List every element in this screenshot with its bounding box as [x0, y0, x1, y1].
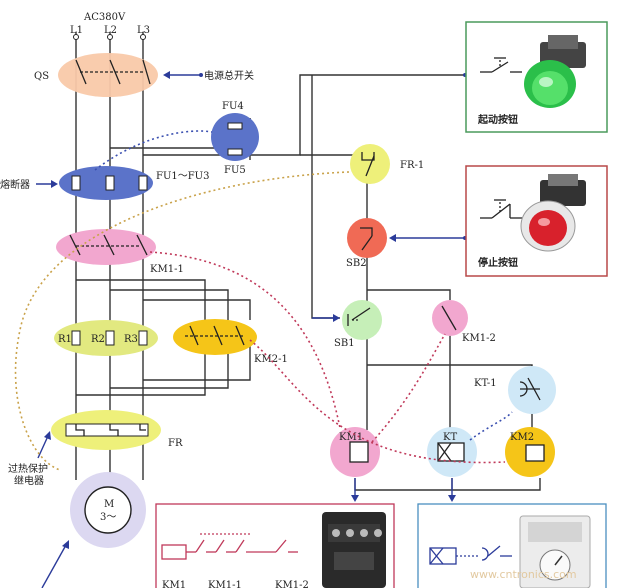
supply-title: AC380V	[83, 12, 126, 23]
control-wires	[300, 75, 541, 491]
contactor-panel	[155, 503, 395, 588]
overload-desc-2: 继电器	[14, 474, 44, 487]
fu4-fu5-fuses	[211, 113, 259, 161]
overload-desc-1: 过热保护	[8, 462, 48, 475]
fr-label: FR	[168, 438, 183, 449]
bottom-km1-label: KM1	[162, 580, 186, 588]
bottom-km1-1-label: KM1-1	[208, 580, 242, 588]
qs-main-switch	[58, 53, 158, 97]
r2-label: R2	[91, 334, 105, 345]
qs-desc: 电源总开关	[204, 69, 254, 82]
start-button-label: 起动按钮	[477, 113, 518, 126]
fr-thermal-relay	[51, 410, 161, 450]
phase-l3: L3	[137, 25, 150, 36]
km2-1-contacts	[173, 319, 257, 355]
fu1-fu3-fuses	[59, 166, 153, 200]
watermark: www.cntronics.com	[470, 568, 577, 581]
phase-labels: L1 L2 L3	[70, 25, 150, 40]
association-lines	[14, 130, 513, 471]
sb1-label: SB1	[334, 338, 355, 349]
r1-label: R1	[58, 334, 72, 345]
sb2-label: SB2	[346, 258, 367, 269]
km2-coil	[505, 427, 555, 477]
fu5-label: FU5	[224, 165, 246, 176]
motor-phase-label: 3～	[100, 512, 116, 523]
fuse-desc: 熔断器	[0, 178, 30, 191]
motor	[70, 472, 146, 548]
km2-1-label: KM2-1	[254, 354, 288, 365]
motor-m-label: M	[104, 499, 114, 510]
qs-label: QS	[34, 71, 49, 82]
km1-coil	[330, 427, 380, 477]
km1-1-contacts	[56, 229, 156, 265]
fr1-label: FR-1	[400, 160, 424, 171]
km1-1-label: KM1-1	[150, 264, 184, 275]
fu13-label: FU1～FU3	[156, 171, 209, 182]
fu4-label: FU4	[222, 101, 244, 112]
km1-2-contact	[432, 300, 468, 336]
phase-l1: L1	[70, 25, 83, 36]
start-button-panel	[465, 21, 608, 133]
bottom-km1-2-label: KM1-2	[275, 580, 309, 588]
stop-button-label: 停止按钮	[478, 256, 518, 269]
fr-1-contact	[350, 144, 390, 184]
km1-coil-label: KM1	[339, 432, 363, 443]
timer-panel	[417, 503, 607, 588]
kt-1-contact	[508, 366, 556, 414]
resistors	[54, 320, 158, 356]
km1-2-label: KM1-2	[462, 333, 496, 344]
km2-coil-label: KM2	[510, 432, 534, 443]
phase-l2: L2	[104, 25, 117, 36]
r3-label: R3	[124, 334, 138, 345]
sb2-stop-contact	[347, 218, 387, 258]
kt1-label: KT-1	[474, 378, 497, 389]
kt-coil-label: KT	[443, 432, 457, 443]
sb1-start-contact	[342, 300, 382, 340]
stop-button-panel	[465, 165, 608, 277]
kt-coil	[427, 427, 477, 477]
